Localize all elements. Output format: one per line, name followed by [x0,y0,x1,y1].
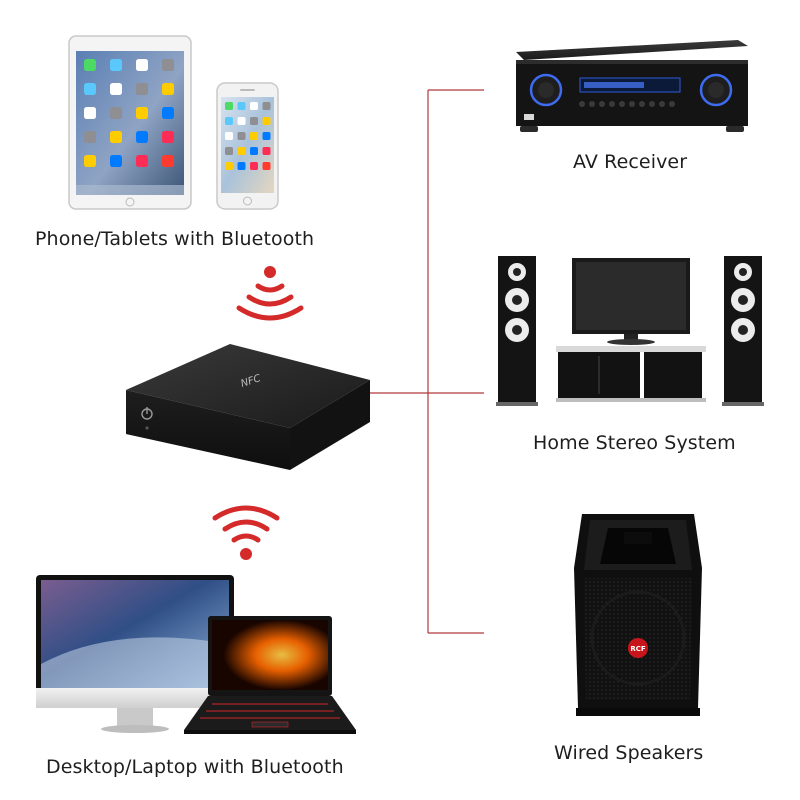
home-stereo-label: Home Stereo System [533,432,736,454]
desktop-monitor-illustration [36,575,234,733]
power-icon [141,407,153,420]
app-icon [110,107,122,119]
app-icon [136,131,148,143]
app-icon [225,132,233,140]
app-icon [84,107,96,119]
mobile-devices-label: Phone/Tablets with Bluetooth [35,228,315,250]
app-icon [162,107,174,119]
iphone-illustration [216,82,279,210]
app-icon [162,155,174,167]
app-icon [136,83,148,95]
app-icon [162,83,174,95]
app-icon [262,132,271,140]
app-icon [136,107,148,119]
wired-speakers-label: Wired Speakers [554,742,704,764]
status-led [145,426,149,430]
rcf-logo-badge [628,638,648,658]
app-icon [237,162,246,170]
app-icon [162,59,174,71]
bluetooth-receiver-box: NFC [126,344,370,470]
app-icon [225,102,233,110]
television [572,258,690,345]
app-icon [250,147,258,155]
app-icon [84,131,96,143]
app-icon [110,131,122,143]
ipad-illustration [68,35,192,210]
app-icon [250,162,258,170]
app-icon [250,117,258,125]
app-icon [262,147,271,155]
app-icon [237,102,246,110]
app-icon [84,83,96,95]
right-tower-speaker [722,256,764,406]
app-icon [237,132,246,140]
app-icon [84,59,96,71]
laptop-illustration [184,616,356,734]
bluetooth-signal-icon-bottom [212,505,280,560]
app-icon [262,162,271,170]
app-icon [162,131,174,143]
home-stereo-illustration [496,256,764,406]
app-icon [225,162,233,170]
av-receiver-label: AV Receiver [573,151,688,173]
app-icon [262,102,271,110]
app-icon [110,59,122,71]
app-icon [237,117,246,125]
computer-devices-label: Desktop/Laptop with Bluetooth [46,756,344,778]
app-icon [136,155,148,167]
app-icon [250,102,258,110]
wired-speaker-illustration: RCF [574,514,702,716]
app-icon [237,147,246,155]
bluetooth-signal-icon-top [236,266,304,321]
app-icon [225,147,233,155]
app-icon [262,117,271,125]
app-icon [110,83,122,95]
app-icon [250,132,258,140]
av-receiver-illustration [516,40,748,132]
app-icon [110,155,122,167]
app-icon [136,59,148,71]
left-tower-speaker [496,256,538,406]
media-cabinet [556,346,706,402]
rcf-logo-text: RCF [630,645,646,653]
app-icon [84,155,96,167]
app-icon [225,117,233,125]
